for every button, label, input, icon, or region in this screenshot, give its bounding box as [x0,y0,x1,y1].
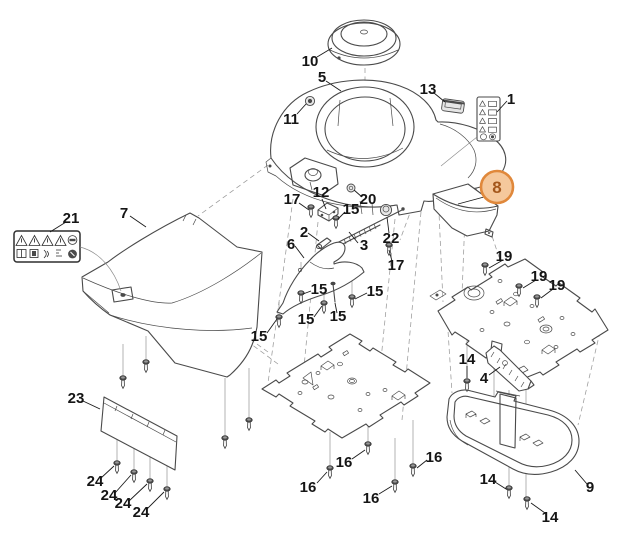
callout-13[interactable]: 13 [420,81,437,98]
callout-9[interactable]: 9 [586,479,594,496]
callout-15[interactable]: 15 [367,283,384,300]
callout-11[interactable]: 11 [283,111,299,128]
screw-19[interactable] [481,262,489,276]
screw[interactable] [245,417,253,431]
screw-15[interactable] [348,294,356,308]
screw[interactable] [221,435,229,449]
callout-4[interactable]: 4 [480,370,489,387]
callout-20[interactable]: 20 [360,191,377,208]
part-pin[interactable] [330,281,336,303]
part-11-nut[interactable] [304,95,316,107]
screw[interactable] [119,375,127,389]
part-10-cover-cap[interactable] [327,19,401,66]
screw-16[interactable] [364,441,372,455]
callout-6[interactable]: 6 [287,236,295,253]
callout-23[interactable]: 23 [68,390,85,407]
part-2-fitting[interactable] [315,237,332,250]
screw-16[interactable] [409,463,417,477]
callout-14[interactable]: 14 [480,471,497,488]
screw-14[interactable] [523,496,531,510]
part-13-sleeve[interactable] [441,98,465,114]
callout-15[interactable]: 15 [298,311,315,328]
screw-24[interactable] [163,486,171,500]
callout-24[interactable]: 24 [133,504,150,521]
callout-leader-lines [49,47,588,514]
callout-15[interactable]: 15 [330,308,347,325]
callout-24[interactable]: 24 [115,495,132,512]
screw-16[interactable] [391,479,399,493]
callout-10[interactable]: 10 [302,53,319,70]
callout-17[interactable]: 17 [284,191,301,208]
callout-16[interactable]: 16 [336,454,353,471]
part-20-push-nut[interactable] [346,183,356,193]
callout-12[interactable]: 12 [313,184,330,201]
callout-1[interactable]: 1 [507,91,515,108]
callout-15[interactable]: 15 [311,281,328,298]
part-7-front-cover[interactable] [81,212,263,378]
highlight-callout-8[interactable]: 8 [479,169,515,205]
callout-16[interactable]: 16 [426,449,443,466]
callout-19[interactable]: 19 [531,268,548,285]
highlight-circle[interactable] [479,169,515,205]
part-8-deflector[interactable] [432,183,499,238]
callout-numbers: 1 2 3 4 5 6 7 9 10 11 12 13 14 14 14 15 … [63,53,595,526]
part-4-blade[interactable] [485,340,535,392]
part-22-cap[interactable] [379,203,393,217]
part-6-guard-bracket[interactable] [276,241,365,315]
screw-15[interactable] [332,215,340,229]
callout-22[interactable]: 22 [383,230,400,247]
callout-24[interactable]: 24 [101,487,118,504]
callout-17[interactable]: 17 [388,257,405,274]
callout-8[interactable]: 8 [492,178,501,197]
callout-15[interactable]: 15 [343,201,360,218]
callout-2[interactable]: 2 [300,224,308,241]
screw-24[interactable] [130,469,138,483]
callout-19[interactable]: 19 [549,277,566,294]
part-23-rubber-flap[interactable] [100,396,178,471]
screw-24[interactable] [113,460,121,474]
callout-7[interactable]: 7 [120,205,128,222]
part-base-plate[interactable] [429,258,609,381]
callout-24[interactable]: 24 [87,473,104,490]
part-mounting-plate[interactable] [261,333,431,439]
callout-14[interactable]: 14 [459,351,476,368]
callout-15[interactable]: 15 [251,328,268,345]
callout-21[interactable]: 21 [63,210,80,227]
callout-3[interactable]: 3 [360,237,368,254]
part-9-base-tray[interactable] [446,389,580,475]
screw[interactable] [142,359,150,373]
callout-16[interactable]: 16 [300,479,317,496]
screw-17[interactable] [307,204,315,218]
screw-24[interactable] [146,478,154,492]
callout-14[interactable]: 14 [542,509,559,526]
screw-16[interactable] [326,465,334,479]
part-1-safety-label[interactable] [440,96,501,167]
part-21-warning-label[interactable] [13,230,122,292]
screw-14[interactable] [505,485,513,499]
part-12-bracket[interactable] [317,202,339,222]
callout-16[interactable]: 16 [363,490,380,507]
callout-5[interactable]: 5 [318,69,326,86]
callout-19[interactable]: 19 [496,248,513,265]
